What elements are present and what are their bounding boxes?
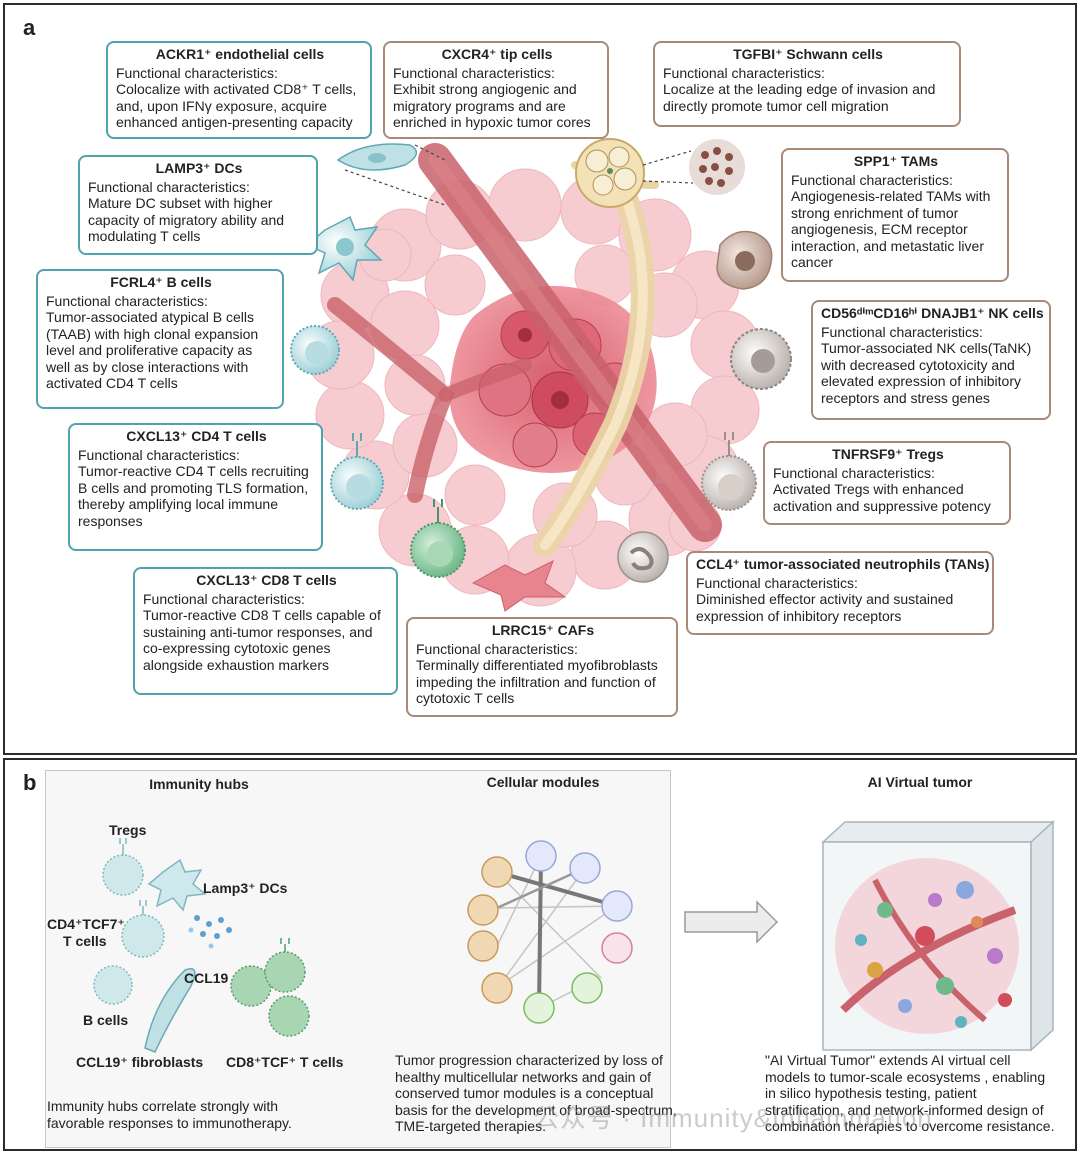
- label-tregs: Tregs: [109, 822, 147, 838]
- callout-title: FCRL4⁺ B cells: [110, 274, 212, 290]
- callout-description: Tumor-reactive CD4 T cells recruiting B …: [78, 463, 309, 529]
- callout-description: Terminally differentiated myofibroblasts…: [416, 657, 658, 706]
- treg-cell-icon: [701, 432, 757, 511]
- label-cd8-tcf-t-cells: CD8⁺TCF⁺ T cells: [226, 1054, 344, 1070]
- callout-cxcr4-tip-cells: CXCR4⁺ tip cells Functional characterist…: [383, 41, 609, 139]
- panel-b-letter: b: [23, 770, 37, 795]
- callout-description: Tumor-associated NK cells(TaNK) with dec…: [821, 340, 1032, 406]
- cd8-tcf-t-cell-cluster-icon: [230, 938, 310, 1037]
- panel-b: b: [3, 758, 1077, 1151]
- callout-subtitle: Functional characteristics:: [791, 171, 953, 188]
- label-ccl19-fibroblasts: CCL19⁺ fibroblasts: [76, 1054, 204, 1070]
- cd8-t-cell-icon: [410, 499, 466, 578]
- ai-virtual-tumor-caption: "AI Virtual Tumor" extends AI virtual ce…: [765, 1052, 1055, 1134]
- progression-arrow-icon: [684, 900, 779, 944]
- lamp3-dc-icon: [147, 858, 207, 912]
- cellular-modules-heading: Cellular modules: [486, 774, 600, 790]
- callout-tnfrsf9-tregs: TNFRSF9⁺ Tregs Functional characteristic…: [763, 441, 1011, 525]
- callout-spp1-tams: SPP1⁺ TAMs Functional characteristics: A…: [781, 148, 1009, 282]
- callout-cxcl13-cd8-t-cells: CXCL13⁺ CD8 T cells Functional character…: [133, 567, 398, 695]
- blood-vessel: [327, 143, 722, 542]
- virtual-tumor-cells: [855, 881, 1012, 1028]
- b-cell-icon: [93, 965, 133, 1005]
- callout-subtitle: Functional characteristics:: [821, 323, 983, 340]
- callout-description: Colocalize with activated CD8⁺ T cells, …: [116, 81, 357, 130]
- callout-title: CXCR4⁺ tip cells: [441, 46, 553, 62]
- panel-a-letter: a: [23, 15, 36, 40]
- callout-lrrc15-cafs: LRRC15⁺ CAFs Functional characteristics:…: [406, 617, 678, 717]
- label-lamp3-dcs: Lamp3⁺ DCs: [203, 880, 288, 896]
- callout-description: Localize at the leading edge of invasion…: [663, 81, 936, 114]
- callout-cd56-nk-cells: CD56ᵈⁱᵐCD16ʰⁱ DNAJB1⁺ NK cells Functiona…: [811, 300, 1051, 420]
- callout-title: TNFRSF9⁺ Tregs: [832, 446, 944, 462]
- callout-tgfbi-schwann: TGFBI⁺ Schwann cells Functional characte…: [653, 41, 961, 127]
- callout-description: Exhibit strong angiogenic and migratory …: [393, 81, 591, 130]
- callout-title: CD56ᵈⁱᵐCD16ʰⁱ DNAJB1⁺ NK cells: [821, 305, 1044, 321]
- ccl19-fibroblast-icon: [144, 968, 196, 1053]
- neutrophil-icon: [617, 531, 669, 583]
- callout-subtitle: Functional characteristics:: [663, 64, 825, 81]
- callout-description: Diminished effector activity and sustain…: [696, 591, 954, 624]
- immunity-hub-cells: [93, 838, 310, 1053]
- immunity-and-modules-frame: [45, 770, 671, 1148]
- ccl19-chemokine-dots: [188, 915, 232, 949]
- nk-cell-icon: [730, 328, 792, 390]
- callout-subtitle: Functional characteristics:: [78, 446, 240, 463]
- callout-subtitle: Functional characteristics:: [46, 292, 208, 309]
- immunity-hubs-heading: Immunity hubs: [149, 776, 249, 792]
- watermark: 公众号 · Immunity&Inflammation: [533, 1103, 933, 1133]
- callout-cxcl13-cd4-t-cells: CXCL13⁺ CD4 T cells Functional character…: [68, 423, 323, 551]
- b-cell-icon: [290, 325, 340, 375]
- panel-a: a: [3, 3, 1077, 755]
- callout-title: LRRC15⁺ CAFs: [491, 622, 595, 638]
- label-cd4-tcf7: CD4⁺TCF7⁺: [47, 916, 125, 932]
- nerve-cross-section-icon: [575, 138, 645, 208]
- cd4-t-cell-icon: [330, 433, 384, 510]
- ai-virtual-tumor-cube-icon: [821, 820, 1055, 1052]
- callout-description: Mature DC subset with higher capacity of…: [88, 195, 285, 244]
- label-cd4-t-cells: T cells: [63, 933, 107, 949]
- callout-title: ACKR1⁺ endothelial cells: [155, 46, 325, 62]
- callout-title: SPP1⁺ TAMs: [853, 153, 939, 169]
- callout-description: Tumor-reactive CD8 T cells capable of su…: [143, 607, 381, 673]
- callout-subtitle: Functional characteristics:: [143, 590, 305, 607]
- callout-title: CXCL13⁺ CD4 T cells: [126, 428, 267, 444]
- callout-description: Tumor-associated atypical B cells (TAAB)…: [46, 309, 259, 391]
- callout-subtitle: Functional characteristics:: [416, 640, 578, 657]
- cellular-modules-caption: Tumor progression characterized by loss …: [395, 1052, 677, 1134]
- ai-virtual-tumor-heading: AI Virtual tumor: [867, 774, 973, 790]
- immunity-hubs-caption: Immunity hubs correlate strongly with fa…: [47, 1098, 292, 1131]
- callout-description: Activated Tregs with enhanced activation…: [773, 481, 991, 514]
- schwann-cell-icon: [689, 139, 745, 195]
- callout-subtitle: Functional characteristics:: [696, 574, 858, 591]
- caf-fibroblast-icon: [471, 559, 567, 612]
- callout-fcrl4-b-cells: FCRL4⁺ B cells Functional characteristic…: [36, 269, 284, 409]
- tumor-microenvironment-illustration: [290, 138, 792, 612]
- tam-macrophage-icon: [716, 230, 773, 290]
- callout-lamp3-dcs: LAMP3⁺ DCs Functional characteristics: M…: [78, 155, 318, 255]
- endothelial-cell-icon: [336, 143, 418, 171]
- callout-subtitle: Functional characteristics:: [393, 64, 555, 81]
- label-b-cells: B cells: [83, 1012, 129, 1028]
- callout-title: CXCL13⁺ CD8 T cells: [196, 572, 337, 588]
- callout-subtitle: Functional characteristics:: [88, 178, 250, 195]
- callout-subtitle: Functional characteristics:: [773, 464, 935, 481]
- callout-subtitle: Functional characteristics:: [116, 64, 278, 81]
- cellular-module-network: [467, 840, 633, 1024]
- callout-ackr1-endothelial: ACKR1⁺ endothelial cells Functional char…: [106, 41, 372, 139]
- treg-cell-icon: [102, 838, 144, 896]
- callout-description: Angiogenesis-related TAMs with strong en…: [791, 188, 991, 270]
- panel-b-illustration: [93, 820, 1055, 1053]
- callout-title: TGFBI⁺ Schwann cells: [733, 46, 883, 62]
- callout-ccl4-neutrophils: CCL4⁺ tumor-associated neutrophils (TANs…: [686, 551, 994, 635]
- dendritic-cell-icon: [305, 215, 383, 282]
- label-ccl19: CCL19: [184, 970, 229, 986]
- callout-title: LAMP3⁺ DCs: [155, 160, 243, 176]
- callout-title: CCL4⁺ tumor-associated neutrophils (TANs…: [696, 556, 990, 572]
- cd4-tcf7-t-cell-icon: [121, 900, 165, 958]
